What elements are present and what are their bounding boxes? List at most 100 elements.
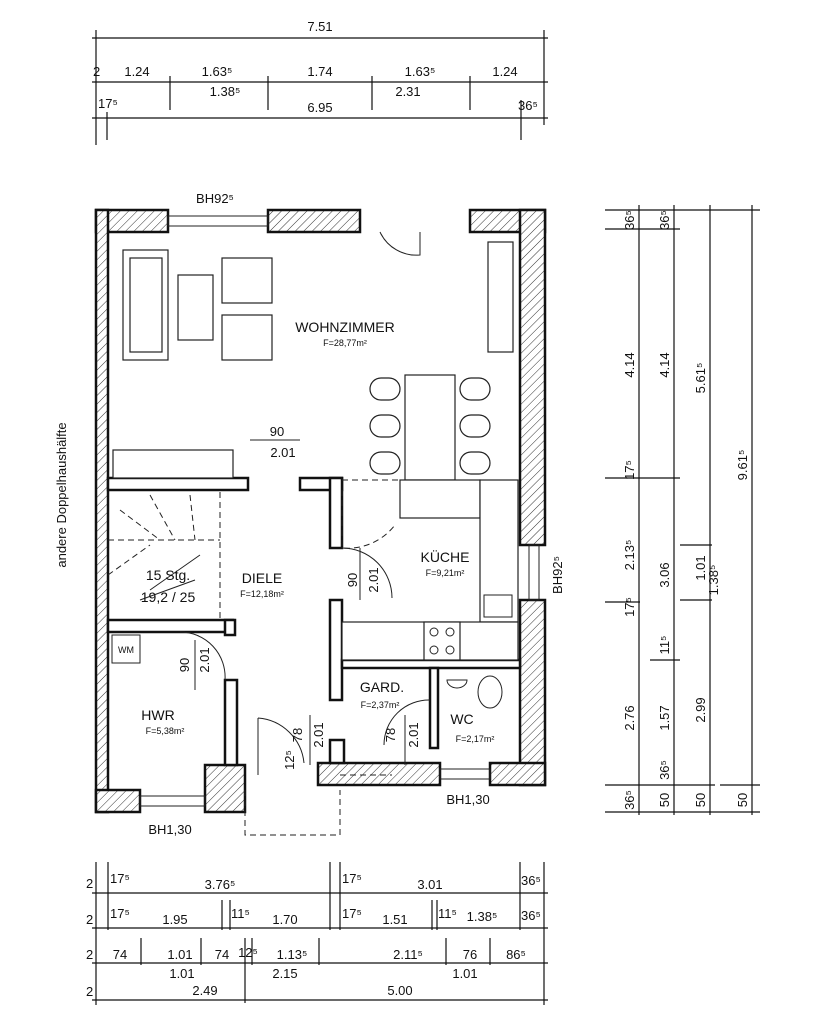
door-dim: 90	[177, 658, 192, 672]
dim-label: 1.01	[452, 966, 477, 981]
dim-label: 17⁵	[342, 871, 362, 886]
dim-label: 2	[86, 912, 93, 927]
dim-label: 2	[93, 64, 100, 79]
room-name-hwr: HWR	[141, 707, 174, 723]
dim-label: 17⁵	[622, 460, 637, 480]
door-dim: 2.01	[270, 445, 295, 460]
dim-label: 1.38⁵	[706, 565, 721, 596]
dim-label: 3.76⁵	[205, 877, 236, 892]
door-dim: 2.01	[366, 567, 381, 592]
window-label-bottom-left: BH1,30	[148, 822, 191, 837]
interior-walls	[106, 476, 522, 767]
room-name-kueche: KÜCHE	[420, 548, 469, 565]
stove	[423, 621, 461, 661]
dim-label: 2.13⁵	[622, 540, 637, 571]
door-dim: 2.01	[406, 722, 421, 747]
dim-label: 36⁵	[521, 908, 541, 923]
dim-label: 17⁵	[342, 906, 362, 921]
door-dim: 90	[345, 573, 360, 587]
dim-label: 36⁵	[657, 760, 672, 780]
stairs-steps: 15 Stg.	[146, 567, 190, 583]
windows	[139, 215, 540, 807]
room-name-wohnzimmer: WOHNZIMMER	[295, 319, 395, 335]
dim-label: 2.11⁵	[393, 947, 423, 962]
dim-label: 36⁵	[622, 210, 637, 230]
dim-label: 3.01	[417, 877, 442, 892]
sink	[483, 594, 513, 618]
dim-label: 17⁵	[98, 96, 118, 111]
window-label-right: BH92⁵	[550, 556, 565, 594]
dim-label: 1.38⁵	[210, 84, 241, 99]
kitchen-cabinet	[399, 479, 481, 519]
dim-label: 11⁵	[231, 906, 250, 921]
dim-label: 1.24	[124, 64, 149, 79]
dim-label: 36⁵	[518, 98, 538, 113]
dim-label: 5.00	[387, 983, 412, 998]
door-dimensions: 90 2.01 90 2.01 90 2.01 78 2.01 12⁵ 78 2…	[177, 424, 421, 770]
dim-label: 1.24	[492, 64, 517, 79]
door-dim: 12⁵	[282, 750, 297, 770]
room-area-gard: F=2,37m²	[361, 700, 400, 710]
dim-label: 36⁵	[657, 210, 672, 230]
dim-label: 1.38⁵	[467, 909, 498, 924]
dining-table	[404, 374, 456, 481]
dim-label: 50	[735, 793, 750, 807]
room-area-wc: F=2,17m²	[456, 734, 495, 744]
room-area-kueche: F=9,21m²	[426, 568, 465, 578]
room-name-wc: WC	[450, 711, 473, 727]
dim-label: 1.01	[693, 555, 708, 580]
dim-label: 36⁵	[521, 873, 541, 888]
dim-label: 2	[86, 876, 93, 891]
dim-label: 36⁵	[622, 790, 637, 810]
dim-label: 1.63⁵	[405, 64, 436, 79]
door-dim: 78	[290, 728, 305, 742]
door-dim: 2.01	[311, 722, 326, 747]
dim-label: 9.61⁵	[735, 450, 750, 481]
dim-label: 74	[113, 947, 127, 962]
dim-label: 17⁵	[110, 906, 130, 921]
dim-label: 2.76	[622, 705, 637, 730]
dim-label: 2.15	[272, 966, 297, 981]
dim-label: 4.14	[622, 352, 637, 377]
window-label-top: BH92⁵	[196, 191, 234, 206]
room-name-diele: DIELE	[242, 570, 282, 586]
dim-label: 7.51	[307, 19, 332, 34]
outer-walls	[94, 208, 547, 814]
dim-label: 5.61⁵	[693, 363, 708, 394]
dim-label: 2.49	[192, 983, 217, 998]
dim-label: 74	[215, 947, 229, 962]
washing-machine	[111, 634, 141, 664]
dim-label: 3.06	[657, 562, 672, 587]
dim-label: 1.63⁵	[202, 64, 233, 79]
dim-label: 11⁵	[438, 906, 457, 921]
side-label: andere Doppelhaushälfte	[54, 422, 69, 567]
furniture	[107, 231, 520, 836]
bench	[112, 449, 234, 479]
dim-label: 11⁵	[657, 636, 672, 655]
dim-label: 6.95	[307, 100, 332, 115]
coffee-table	[177, 274, 214, 341]
sideboard	[487, 241, 514, 353]
door-dim: 2.01	[197, 647, 212, 672]
dim-label: 12⁵	[238, 945, 258, 960]
dim-label: 2.99	[693, 697, 708, 722]
dim-label: 86⁵	[506, 947, 526, 962]
wm-label: WM	[118, 645, 134, 655]
dim-label: 4.14	[657, 352, 672, 377]
toilet	[477, 675, 503, 709]
dim-label: 1.01	[167, 947, 192, 962]
room-labels: WOHNZIMMER F=28,77m² DIELE F=12,18m² KÜC…	[54, 191, 565, 837]
room-area-hwr: F=5,38m²	[146, 726, 185, 736]
dim-label: 1.57	[657, 705, 672, 730]
door-dim: 78	[383, 728, 398, 742]
dim-label: 2	[86, 984, 93, 999]
dim-label: 1.74	[307, 64, 332, 79]
dim-label: 17⁵	[622, 597, 637, 617]
right-dimensions: 36⁵ 4.14 17⁵ 2.13⁵ 17⁵ 2.76 36⁵ 36⁵ 4.14…	[605, 205, 760, 815]
stairs-ratio: 19,2 / 25	[141, 589, 196, 605]
room-name-gard: GARD.	[360, 679, 404, 695]
armchair	[221, 257, 273, 304]
washbasin	[446, 679, 468, 689]
armchair	[221, 314, 273, 361]
